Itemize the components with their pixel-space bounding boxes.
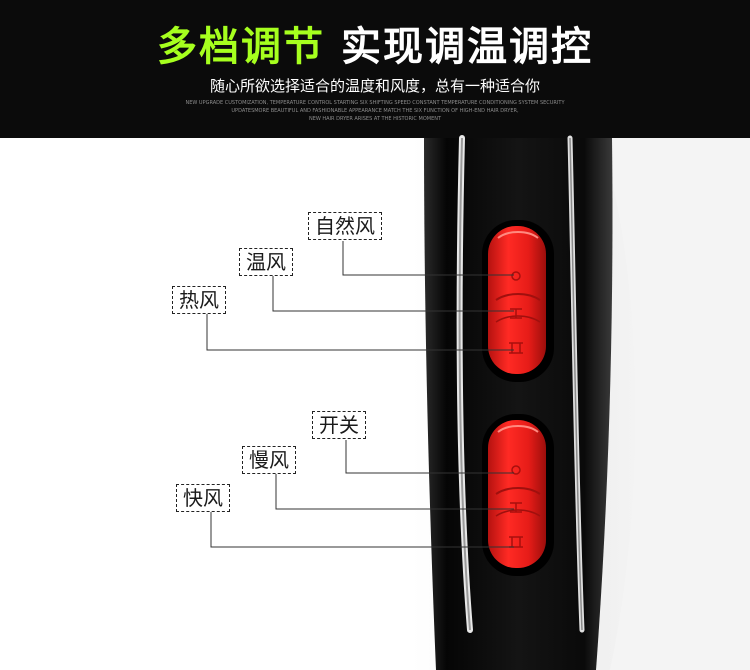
title-highlight: 多档调节 <box>157 24 326 70</box>
temperature-callout-lines <box>206 241 514 351</box>
label-power-switch: 开关 <box>312 411 366 439</box>
temperature-switch[interactable] <box>488 226 546 374</box>
speed-callout-lines <box>210 440 514 548</box>
label-warm-wind: 温风 <box>239 248 293 276</box>
english-line-3: NEW HAIR DRYER ARISES AT THE HISTORIC MO… <box>308 116 442 122</box>
label-hot-wind: 热风 <box>172 286 226 314</box>
english-line-2: UPDATESMORE BEAUTIFUL AND FASHIONABLE AP… <box>231 108 519 114</box>
speed-switch[interactable] <box>488 420 546 568</box>
english-line-1: NEW UPGRADE CUSTOMIZATION, TEMPERATURE C… <box>185 100 565 106</box>
title-rest: 实现调温调控 <box>340 24 593 70</box>
label-fast-wind: 快风 <box>176 484 230 512</box>
subtitle: 随心所欲选择适合的温度和风度，总有一种适合你 <box>209 77 540 95</box>
label-natural-wind: 自然风 <box>308 212 382 240</box>
header-banner: 多档调节 实现调温调控 随心所欲选择适合的温度和风度，总有一种适合你 NEW U… <box>0 0 750 138</box>
label-slow-wind: 慢风 <box>242 446 296 474</box>
page-title: 多档调节 实现调温调控 <box>0 22 750 72</box>
